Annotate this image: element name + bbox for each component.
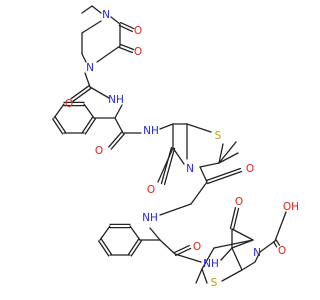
atom-label-N-lactam-1: N	[186, 163, 194, 175]
bond-56	[231, 247, 243, 271]
bond-60	[195, 268, 203, 284]
bond-9	[119, 43, 135, 51]
bond-0	[81, 5, 93, 14]
bond-40	[149, 227, 161, 241]
bond-9	[118, 46, 134, 54]
bond-8	[120, 21, 135, 30]
bond-63	[254, 251, 261, 263]
bond-45	[98, 240, 110, 257]
bond-34	[218, 152, 239, 164]
bond-53	[229, 206, 237, 230]
atom-label-NH-urea: NH	[108, 94, 124, 106]
bond-11	[72, 87, 92, 102]
atom-label-O-acid: O	[278, 245, 286, 257]
atom-label-O-lactam-2: O	[235, 196, 243, 208]
bond-39	[159, 203, 192, 216]
bond-17	[53, 103, 65, 119]
bond-31	[186, 123, 212, 133]
bond-58	[221, 269, 243, 282]
bond-29	[157, 147, 174, 183]
bond-51	[220, 247, 233, 261]
bond-32	[218, 143, 224, 164]
bond-62	[213, 239, 254, 249]
bond-18	[54, 116, 66, 133]
bond-49	[173, 244, 190, 254]
atom-label-N-lactam-2: N	[253, 247, 261, 259]
bond-66	[272, 241, 278, 248]
atom-label-NH-amide-2: NH	[142, 212, 158, 224]
bond-53	[232, 207, 240, 231]
bond-33	[199, 162, 220, 168]
bond-12	[89, 86, 110, 99]
molecule-canvas: N O O N O NH NH O S N O O NH O NH O N OH…	[52, 5, 299, 289]
bond-48	[159, 239, 176, 255]
bond-59	[201, 268, 208, 284]
bond-28	[172, 147, 185, 165]
bond-36	[199, 166, 208, 183]
atom-label-OH-acid: OH	[283, 201, 299, 213]
bond-44	[99, 225, 111, 241]
bond-11	[70, 85, 90, 100]
bond-30	[160, 146, 173, 185]
atom-label-O-dioxo-1: O	[134, 25, 142, 37]
bond-66	[275, 239, 281, 246]
bond-65	[274, 211, 287, 242]
bond-61	[201, 247, 215, 270]
atom-label-S-bottom: S	[211, 277, 218, 289]
bond-20	[84, 118, 96, 135]
bond-47	[128, 238, 140, 255]
bond-13	[114, 104, 123, 119]
bond-15	[83, 103, 95, 119]
bond-47	[130, 240, 142, 257]
bond-1	[91, 5, 102, 14]
atom-label-O-lactam-1: O	[147, 184, 155, 196]
atom-label-NH-amide-3: NH	[203, 258, 219, 270]
atom-label-O-carboxamide: O	[246, 163, 254, 175]
bond-38	[190, 181, 208, 205]
atom-label-NH-amide-1: NH	[143, 125, 159, 137]
bond-64	[259, 240, 276, 253]
bond-50	[174, 253, 202, 263]
bond-23	[108, 131, 123, 148]
bond-10	[84, 72, 91, 88]
atom-label-S-top: S	[215, 130, 222, 142]
atom-label-O-amide-1: O	[95, 145, 103, 157]
bond-18	[52, 118, 64, 135]
bond-57	[241, 261, 256, 271]
atom-label-layer: N O O N O NH NH O S N O O NH O NH O N OH…	[65, 9, 299, 289]
bond-4	[96, 45, 121, 63]
bond-23	[110, 133, 125, 150]
bond-24	[159, 123, 174, 130]
bond-2	[110, 16, 121, 25]
bond-30	[163, 147, 176, 186]
bond-37	[206, 170, 243, 185]
bond-35	[218, 141, 237, 164]
atom-label-N-piperazine-bottom: N	[86, 62, 94, 74]
bond-37	[205, 167, 242, 182]
bond-5	[81, 20, 102, 34]
bond-42	[129, 225, 141, 241]
bond-49	[175, 247, 192, 257]
atom-label-O-amide-2: O	[193, 241, 201, 253]
bond-7	[81, 53, 87, 63]
bond-20	[82, 116, 94, 133]
atom-label-N-piperazine-top: N	[102, 9, 110, 21]
atom-label-O-dioxo-2: O	[134, 46, 142, 58]
bond-54	[231, 228, 254, 241]
bond-8	[118, 24, 133, 33]
bond-21	[114, 117, 124, 134]
bond-layer	[52, 5, 287, 284]
atom-label-O-urea: O	[65, 98, 73, 110]
bond-45	[100, 238, 112, 255]
